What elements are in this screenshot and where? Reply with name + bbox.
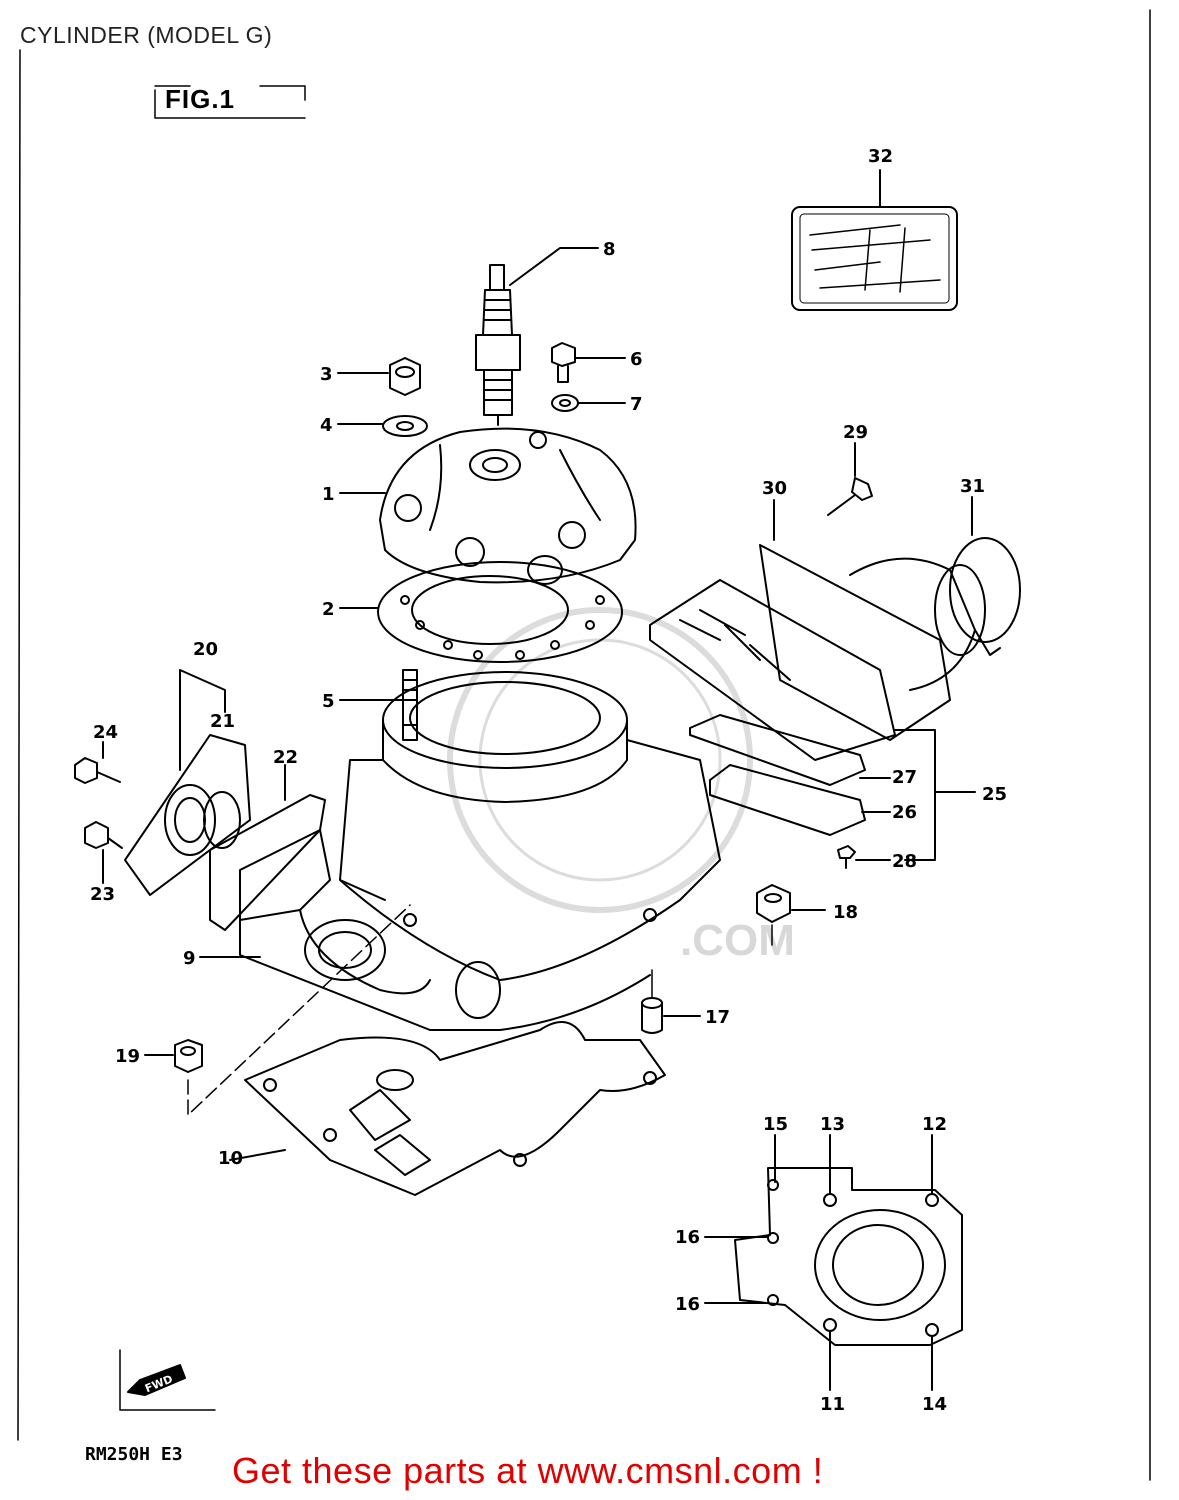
callout-1: 1: [322, 484, 335, 505]
model-code: RM250H E3: [85, 1444, 183, 1465]
callout-12: 12: [922, 1114, 947, 1135]
callout-6: 6: [630, 349, 643, 370]
callout-13: 13: [820, 1114, 845, 1135]
callout-8: 8: [603, 239, 616, 260]
part-24-bolt: [74, 741, 121, 784]
promo-link[interactable]: Get these parts at www.cmsnl.com !: [232, 1450, 824, 1491]
left-border-line: [17, 49, 21, 1441]
part-30-intake-pipe: [759, 499, 986, 741]
figure-label: FIG.1: [165, 84, 236, 114]
part-22-gasket: [209, 764, 326, 931]
callout-24: 24: [93, 722, 118, 743]
part-25-reed-valve: [649, 579, 976, 861]
part-2-head-gasket: [339, 561, 623, 663]
part-4-washer: [337, 415, 428, 437]
part-5-stud-bolt: [339, 669, 418, 741]
inset-cylinder-top-view: [704, 1134, 963, 1391]
callout-23: 23: [90, 884, 115, 905]
part-21-exhaust-gasket: [203, 791, 241, 849]
callout-4: 4: [320, 415, 333, 436]
callout-27: 27: [892, 767, 917, 788]
part-31-clamp: [949, 496, 1021, 656]
callout-26: 26: [892, 802, 917, 823]
callout-21: 21: [210, 711, 235, 732]
callout-20: 20: [193, 639, 218, 660]
callout-28: 28: [892, 851, 917, 872]
part-8-spark-plug: [475, 247, 599, 426]
callout-29: 29: [843, 422, 868, 443]
part-27-reed-stopper: [689, 714, 891, 786]
part-10-base-gasket: [229, 1021, 666, 1196]
part-23-bolt: [84, 821, 123, 884]
callout-17: 17: [705, 1007, 730, 1028]
part-1-cylinder-head: [339, 427, 637, 585]
callout-19: 19: [115, 1046, 140, 1067]
callout-30: 30: [762, 478, 787, 499]
callout-group: 1 2 3 4 5 6 7 8 9 10 11 12 13 14 15 16 1…: [90, 146, 1007, 1415]
callout-14: 14: [922, 1394, 947, 1415]
callout-9: 9: [183, 948, 196, 969]
part-32-label-sticker: [791, 169, 958, 311]
part-9-cylinder: [199, 671, 721, 1031]
callout-16a: 16: [675, 1227, 700, 1248]
watermark-logo: [447, 607, 753, 913]
callout-10: 10: [218, 1148, 243, 1169]
part-7-washer: [551, 394, 626, 412]
callout-7: 7: [630, 394, 643, 415]
fwd-arrow-icon: [119, 1349, 216, 1411]
callout-5: 5: [322, 691, 335, 712]
fwd-label: FWD: [143, 1372, 175, 1395]
callout-31: 31: [960, 476, 985, 497]
callout-16b: 16: [675, 1294, 700, 1315]
callout-22: 22: [273, 747, 298, 768]
part-29-screw: [827, 442, 873, 516]
callout-2: 2: [322, 599, 335, 620]
callout-32: 32: [868, 146, 893, 167]
part-17-dowel-pin: [641, 969, 701, 1034]
part-3-nut: [337, 357, 421, 396]
callout-3: 3: [320, 364, 333, 385]
callout-18: 18: [833, 902, 858, 923]
callout-11: 11: [820, 1394, 845, 1415]
part-6-bolt: [551, 342, 626, 383]
part-26-reed-petal: [709, 764, 891, 836]
fig-label-frame: [154, 85, 306, 119]
part-20-exhaust-flange: [124, 669, 251, 896]
page-title: CYLINDER (MODEL G): [20, 22, 273, 48]
part-18-nut: [756, 884, 826, 946]
part-28-screw: [837, 845, 891, 869]
callout-15: 15: [763, 1114, 788, 1135]
part-19-nut: [144, 904, 411, 1116]
callout-25: 25: [982, 784, 1007, 805]
watermark-text: .COM: [680, 916, 795, 965]
